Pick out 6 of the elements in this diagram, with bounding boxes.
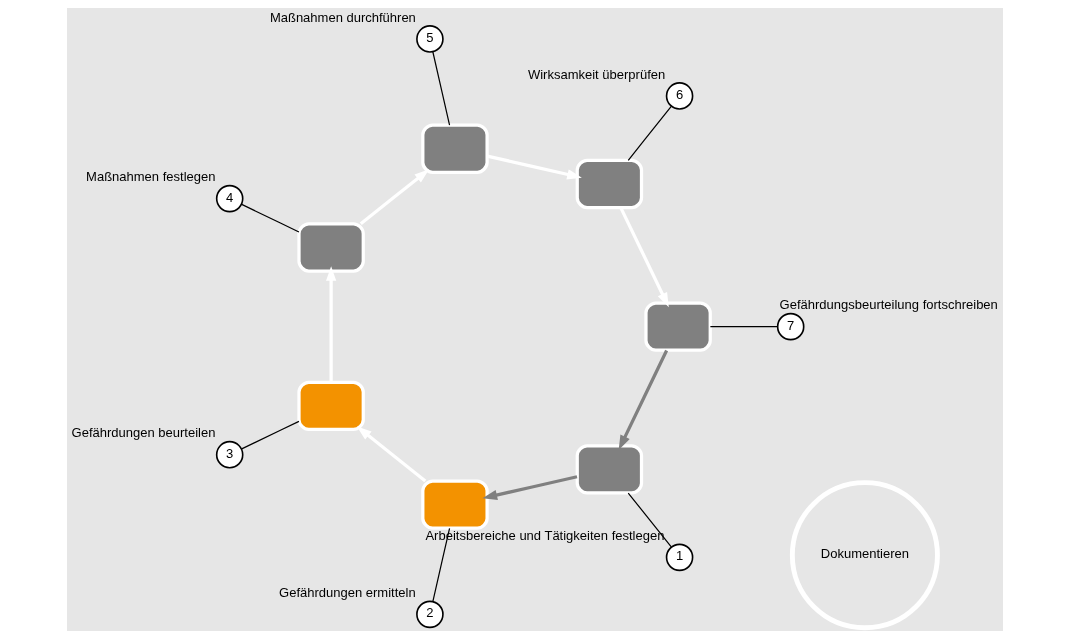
node-label: Maßnahmen festlegen [85,169,215,185]
node-label: Gefährdungen ermitteln [278,585,416,601]
node-label: Wirksamkeit überprüfen [527,66,665,82]
node-label: Gefährdungen beurteilen [71,425,215,441]
node-label: Maßnahmen durchführen [269,9,416,25]
node-label: Gefährdungsbeurteilung fortschreiben [779,297,998,313]
